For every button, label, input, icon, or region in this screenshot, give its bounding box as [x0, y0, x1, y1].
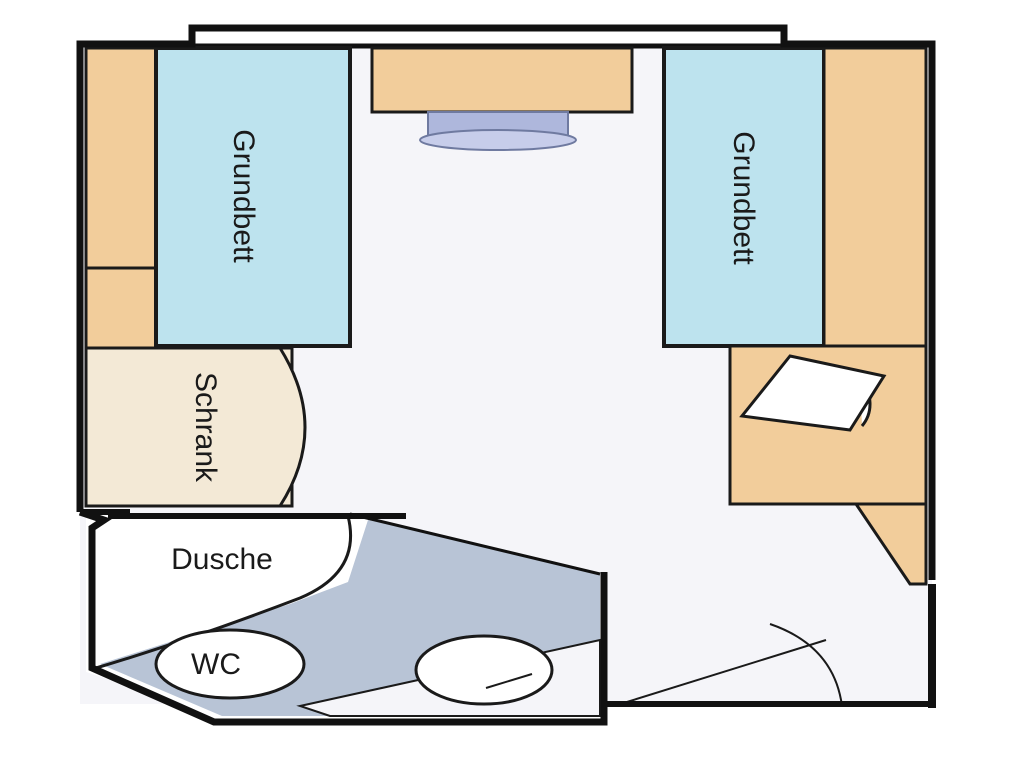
entrance-door	[613, 623, 843, 707]
wardrobe-door-swing	[278, 347, 307, 507]
chair-icon	[739, 354, 887, 432]
sink-icon	[414, 634, 554, 706]
luggage-rack	[853, 502, 928, 586]
bed-right-label: Grundbett	[727, 131, 760, 265]
bed-left	[154, 46, 352, 348]
bed-right	[662, 46, 826, 348]
toilet-label: WC	[191, 648, 241, 681]
left-nightstand-shelf	[84, 46, 160, 270]
shower-door-swing	[95, 515, 353, 670]
tv-icon	[419, 111, 577, 151]
top-desk	[370, 46, 634, 114]
walls	[76, 24, 936, 726]
wardrobe-label: Schrank	[189, 372, 222, 483]
shower-label: Dusche	[171, 543, 273, 576]
right-nightstand-shelf	[822, 46, 928, 348]
bed-left-label: Grundbett	[227, 129, 260, 263]
wardrobe	[84, 346, 294, 508]
toilet-icon	[154, 628, 306, 700]
